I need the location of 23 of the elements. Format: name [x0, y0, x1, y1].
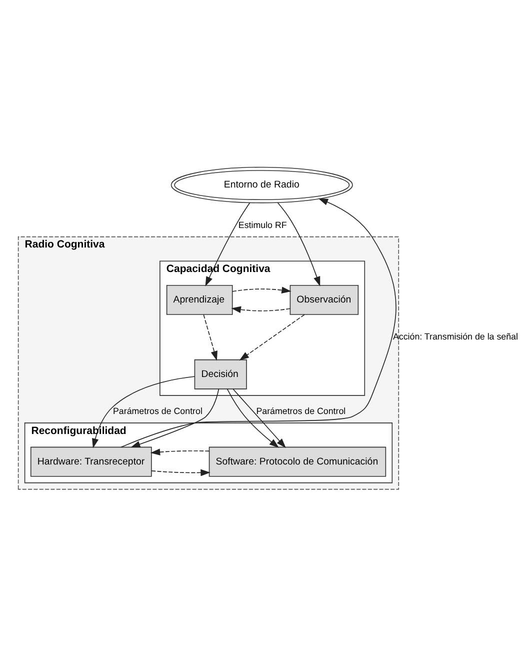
- arrow: [92, 376, 196, 448]
- node-box: Hardware: Transreceptor: [30, 446, 152, 477]
- arrow: [226, 388, 280, 448]
- arrow: [130, 388, 220, 448]
- node-box: Decisión: [194, 359, 247, 390]
- node-box: Observación: [290, 284, 359, 315]
- arrow: [151, 469, 210, 476]
- arrow: [232, 388, 286, 448]
- edge-label: Acción: Transmisión de la señal: [392, 331, 518, 342]
- edge-label: Parámetros de Control: [112, 406, 202, 416]
- node-ellipse: Entorno de Radio: [170, 166, 353, 204]
- arrow: [277, 202, 320, 286]
- arrow: [203, 314, 218, 361]
- arrow: [205, 202, 250, 286]
- arrow: [239, 314, 305, 360]
- arrow: [150, 448, 210, 456]
- node-box: Aprendizaje: [166, 284, 233, 315]
- node-box: Software: Protocolo de Comunicación: [208, 446, 386, 477]
- arrow: [231, 306, 291, 313]
- edge-label: Estimulo RF: [238, 220, 287, 230]
- edge-label: Parámetros de Control: [256, 406, 346, 416]
- arrow: [232, 286, 292, 294]
- arrow: [120, 198, 396, 448]
